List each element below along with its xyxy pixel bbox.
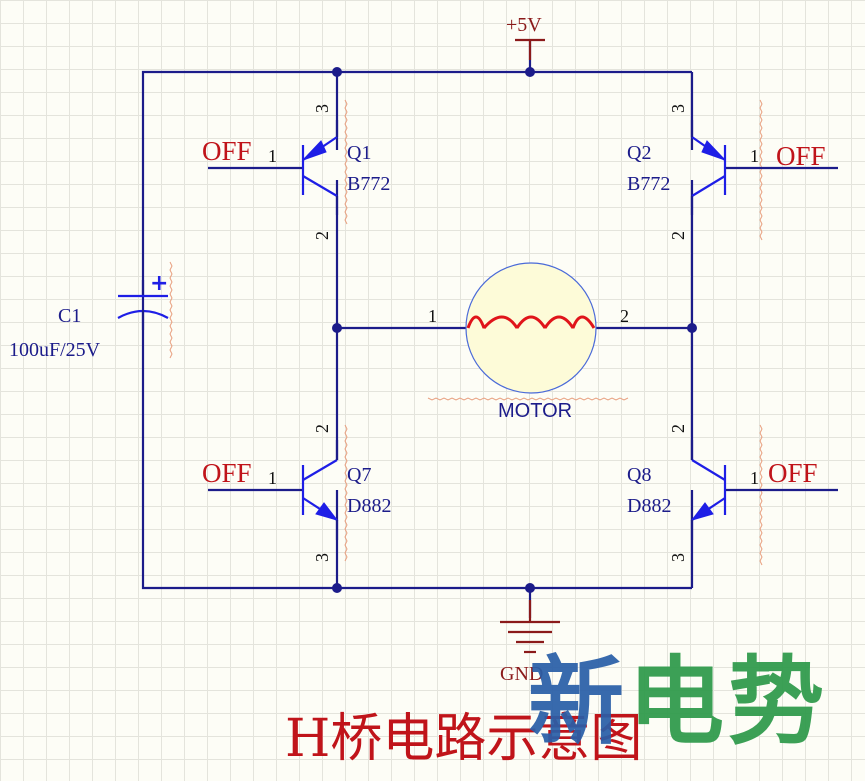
q7-pin-collector: 2	[312, 424, 332, 433]
q2-pin-base: 1	[750, 146, 759, 166]
hatch-marks	[169, 99, 763, 566]
q7-ref: Q7	[347, 464, 371, 486]
transistor-q7: 2 3 1 OFF Q7 D882	[202, 424, 391, 562]
svg-text:新: 新	[528, 646, 624, 758]
transistor-q2: 3 2 1 OFF Q2 B772	[627, 104, 826, 240]
q2-part: B772	[627, 173, 670, 195]
q7-pin-base: 1	[268, 468, 277, 488]
q2-ref: Q2	[627, 142, 651, 164]
q1-input-label: OFF	[202, 136, 252, 166]
junctions	[332, 67, 697, 593]
capacitor-polarity: +	[150, 271, 168, 296]
q7-pin-emitter: 3	[312, 553, 332, 562]
capacitor-c1: + C1 100uF/25V	[9, 271, 169, 361]
q8-ref: Q8	[627, 464, 651, 486]
motor-coil	[466, 315, 596, 330]
q1-pin-emitter: 3	[312, 104, 332, 113]
motor-label: MOTOR	[498, 400, 572, 422]
junction-dot	[332, 323, 342, 333]
junction-dot	[687, 323, 697, 333]
junction-dot	[332, 583, 342, 593]
ground-symbol: GND	[500, 600, 560, 685]
svg-text:电: 电	[628, 646, 724, 758]
q8-pin-base: 1	[750, 468, 759, 488]
motor-body	[465, 262, 597, 394]
capacitor-ref: C1	[58, 305, 81, 327]
q8-part: D882	[627, 495, 671, 517]
motor: 1 2 MOTOR	[428, 262, 629, 422]
q1-pin-collector: 2	[312, 231, 332, 240]
q2-pin-collector: 2	[668, 231, 688, 240]
motor-pin-2: 2	[620, 306, 629, 326]
capacitor-value: 100uF/25V	[9, 339, 101, 361]
ground-label: GND	[500, 663, 543, 685]
transistor-q1: 3 2 1 OFF Q1 B772	[202, 104, 390, 240]
motor-pin-1: 1	[428, 306, 437, 326]
diagram-title: H桥电路示意图	[285, 709, 642, 769]
q2-input-label: OFF	[776, 141, 826, 171]
supply-label: +5V	[506, 14, 542, 36]
q8-pin-collector: 2	[668, 424, 688, 433]
svg-text:势: 势	[728, 646, 824, 758]
q7-input-label: OFF	[202, 458, 252, 488]
q1-pin-base: 1	[268, 146, 277, 166]
junction-dot	[332, 67, 342, 77]
power-symbol: +5V	[506, 14, 545, 60]
q8-pin-emitter: 3	[668, 553, 688, 562]
transistor-q8: 2 3 1 OFF Q8 D882	[627, 424, 818, 562]
q1-ref: Q1	[347, 142, 371, 164]
q1-part: B772	[347, 173, 390, 195]
q2-pin-emitter: 3	[668, 104, 688, 113]
junction-dot	[525, 583, 535, 593]
q8-input-label: OFF	[768, 458, 818, 488]
watermark-logo: 新 电 势	[528, 646, 824, 758]
q7-part: D882	[347, 495, 391, 517]
junction-dot	[525, 67, 535, 77]
